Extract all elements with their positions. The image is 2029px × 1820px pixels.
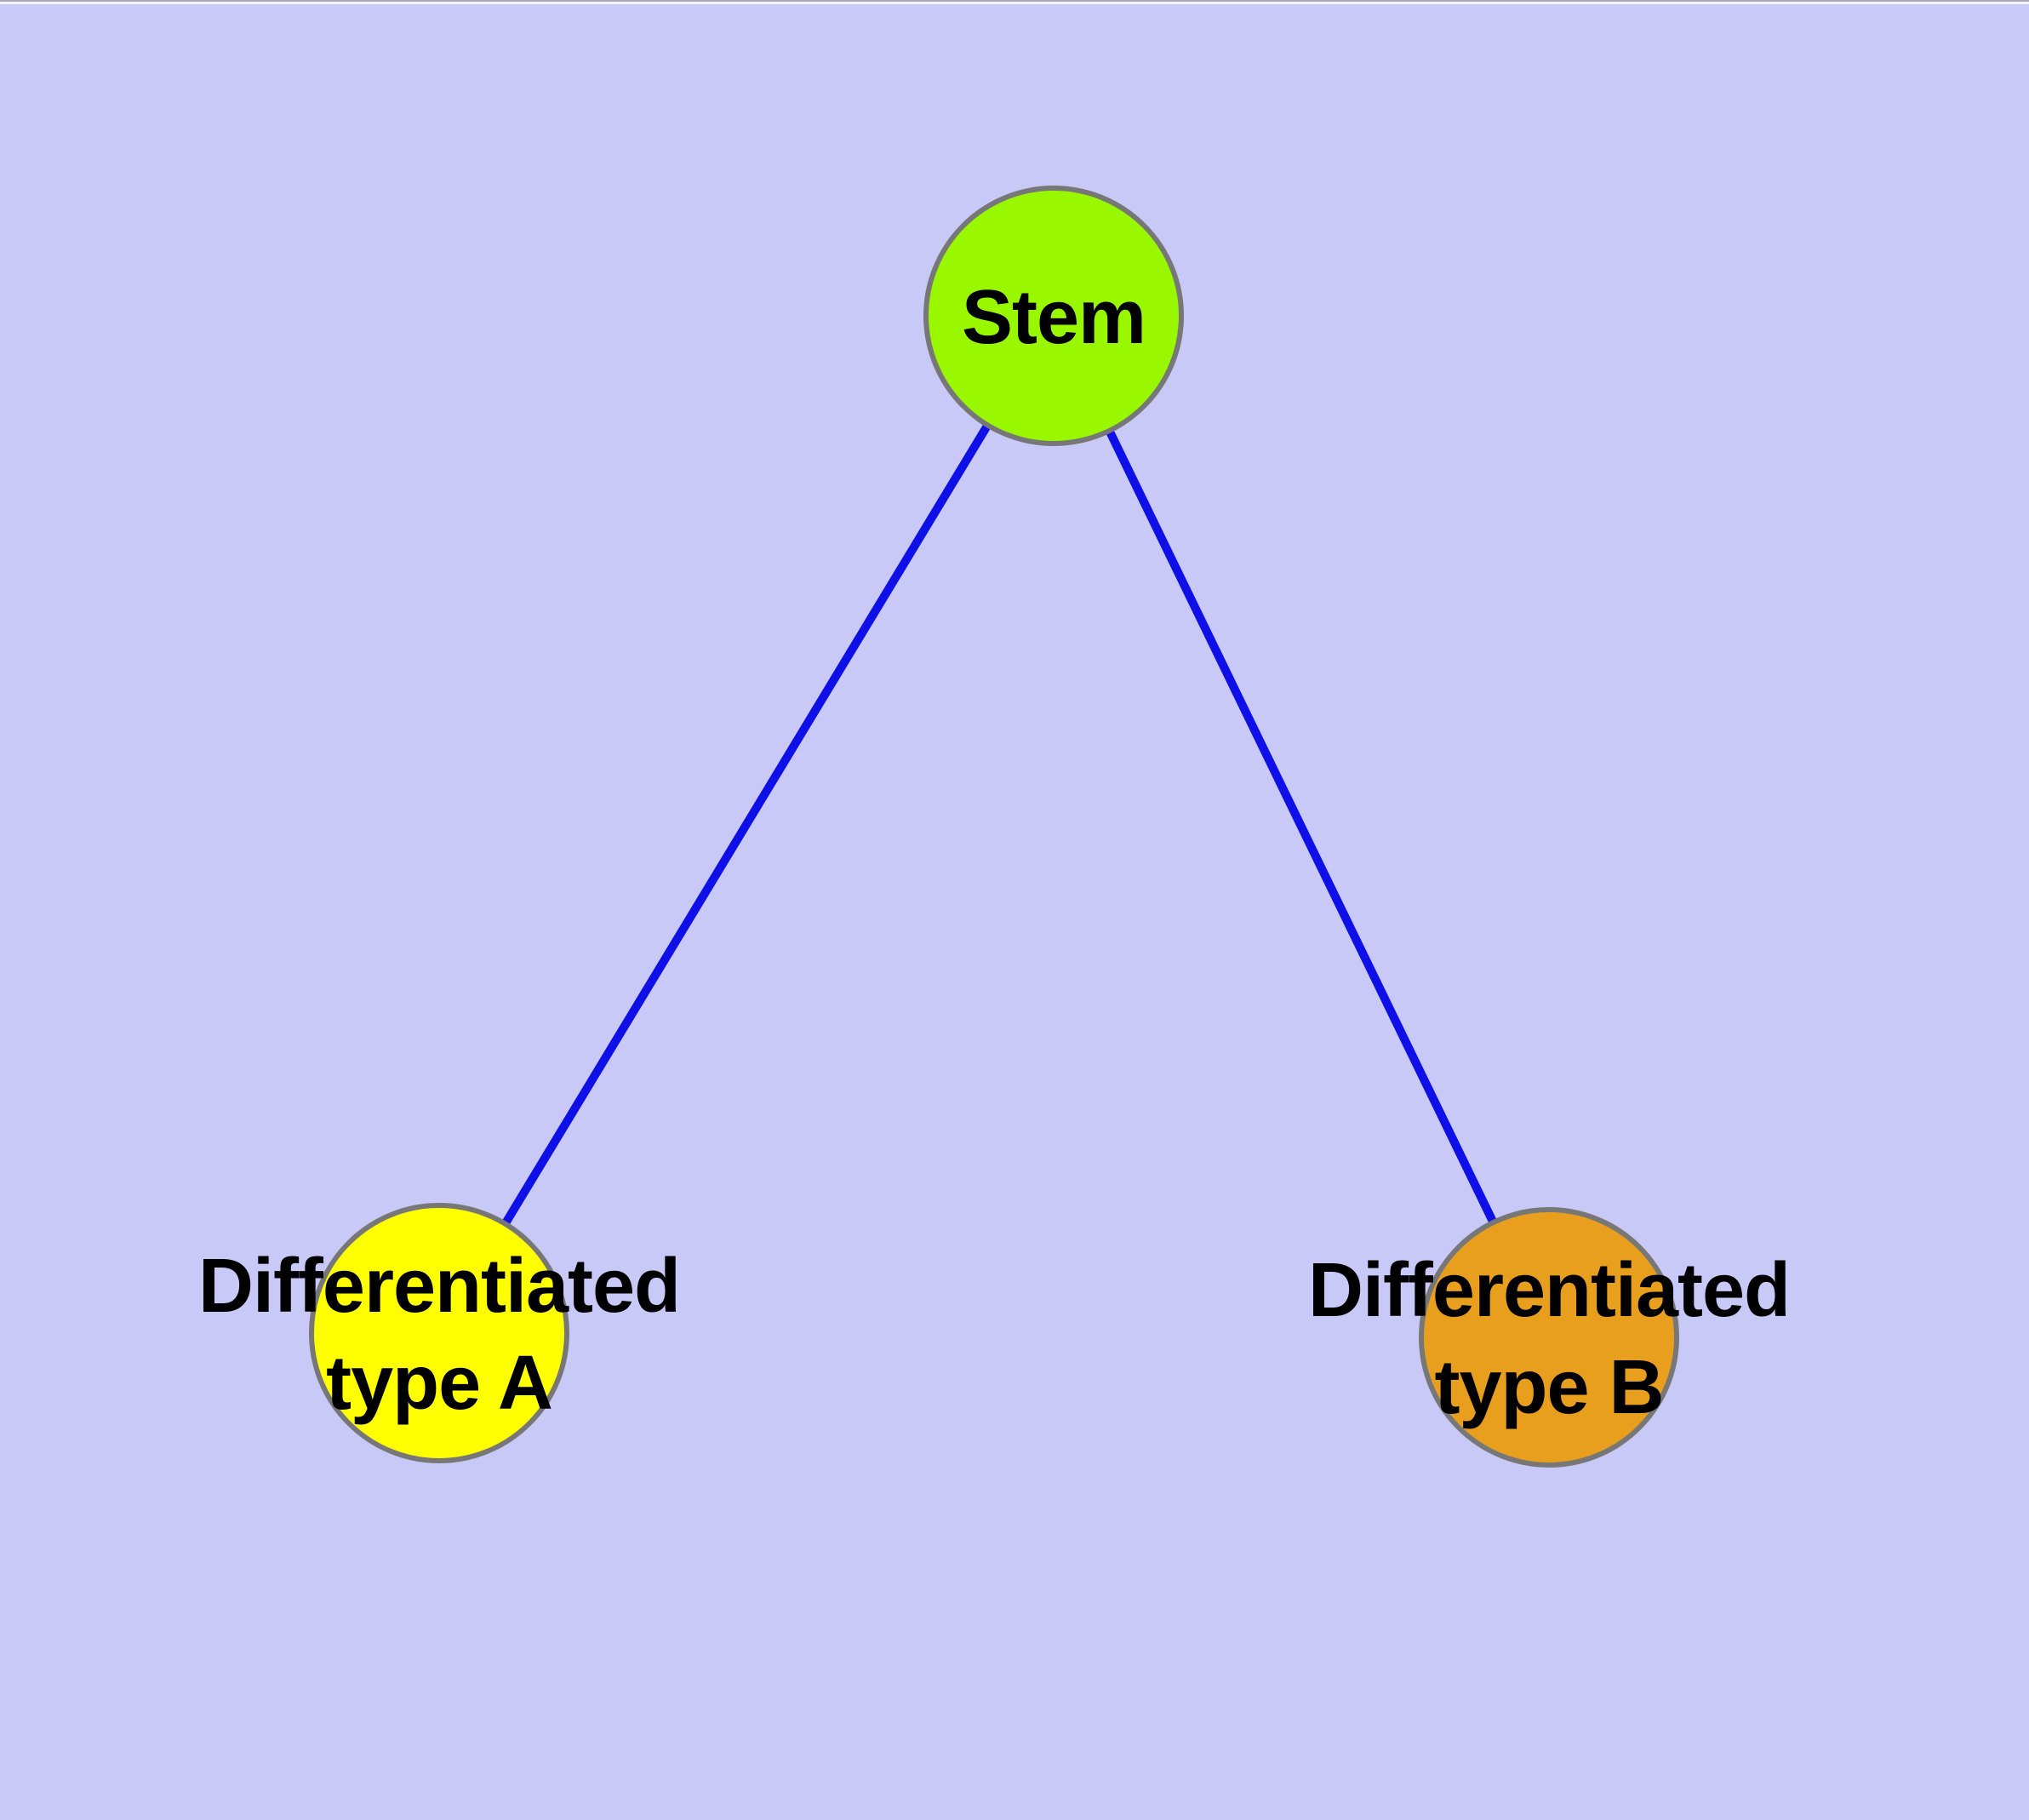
node-differentiated-type-a-circle[interactable] (309, 1203, 569, 1463)
window-top-edge (0, 0, 2029, 2)
node-differentiated-type-a-label-line: Differentiated (198, 1244, 680, 1329)
node-differentiated-type-b-label: Differentiated type B (1308, 1248, 1790, 1430)
node-differentiated-type-b[interactable]: Differentiated type B (1308, 1207, 1791, 1468)
edge-stem-to-differentiated-type-a (435, 313, 1058, 1336)
edge-stem-to-differentiated-type-b (1049, 313, 1553, 1340)
node-differentiated-type-a[interactable]: Differentiated type A (198, 1203, 681, 1463)
node-differentiated-type-a-label-line: type A (326, 1341, 552, 1426)
edge-layer (435, 313, 1553, 1340)
node-differentiated-type-b-label-line: type B (1434, 1345, 1663, 1430)
node-differentiated-type-b-label-line: Differentiated (1308, 1248, 1790, 1333)
node-differentiated-type-a-label: Differentiated type A (198, 1244, 680, 1426)
node-stem[interactable]: Stem (923, 186, 1184, 446)
node-stem-circle[interactable] (923, 186, 1184, 446)
node-stem-label-line: Stem (962, 275, 1146, 360)
node-differentiated-type-b-circle[interactable] (1419, 1207, 1679, 1468)
node-stem-label: Stem (962, 275, 1146, 360)
window-top-highlight (0, 2, 2029, 4)
